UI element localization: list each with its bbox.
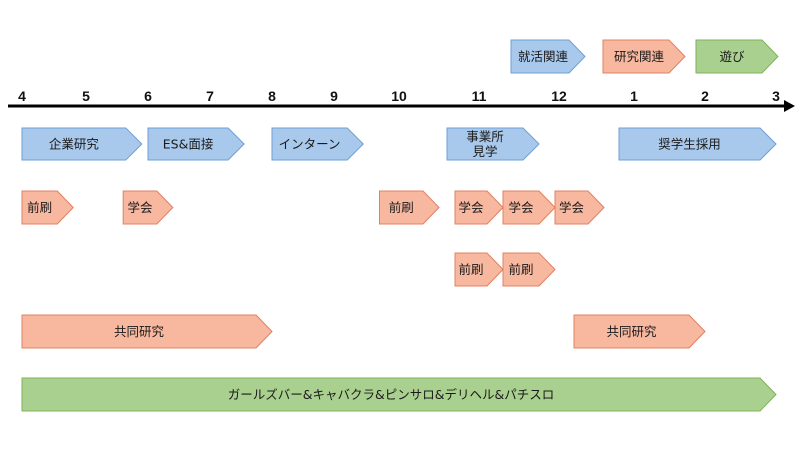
event-arrow: ES&面接 — [147, 127, 245, 161]
event-arrow: 前刷 — [379, 190, 440, 225]
event-arrow-shape — [502, 190, 556, 225]
month-label: 3 — [772, 88, 780, 104]
event-arrow-shape — [21, 127, 143, 161]
month-label: 10 — [391, 88, 407, 104]
event-label: 前刷 — [508, 262, 533, 277]
event-label: 前刷 — [27, 200, 52, 215]
legend: 就活関連 研究関連 遊び — [510, 39, 779, 74]
event-arrow: 学会 — [502, 190, 556, 225]
axis-arrowhead — [784, 100, 795, 112]
event-arrow-shape — [271, 127, 364, 161]
legend-label-green: 遊び — [719, 49, 745, 64]
event-arrow-shape — [618, 127, 777, 161]
month-label: 4 — [18, 88, 26, 104]
event-arrow: 共同研究 — [21, 314, 273, 349]
event-arrow-shape — [554, 190, 605, 225]
event-arrow: 前刷 — [21, 190, 74, 225]
event-label: 企業研究 — [49, 137, 100, 152]
event-arrow-shape — [21, 314, 273, 349]
event-arrow: 企業研究 — [21, 127, 143, 161]
month-label: 2 — [701, 88, 709, 104]
legend-label-blue: 就活関連 — [518, 49, 569, 64]
event-arrow: ガールズバー&キャバクラ&ピンサロ&デリヘル&パチスロ — [21, 377, 777, 412]
event-label: 学会 — [559, 200, 585, 215]
event-label: 前刷 — [389, 200, 414, 215]
event-label: 学会 — [458, 200, 484, 215]
event-label: 学会 — [127, 200, 153, 215]
month-label: 11 — [472, 88, 487, 104]
legend-swatch-green — [695, 39, 779, 74]
event-label: 奨学生採用 — [658, 137, 721, 152]
event-arrow-shape — [21, 377, 777, 412]
event-label: 前刷 — [458, 262, 483, 277]
event-arrow: 奨学生採用 — [618, 127, 777, 161]
event-arrow: 前刷 — [454, 252, 504, 287]
legend-label-orange: 研究関連 — [614, 49, 665, 64]
event-arrow-shape — [21, 190, 74, 225]
month-label: 6 — [144, 88, 152, 104]
event-arrow-shape — [573, 314, 706, 349]
month-label: 5 — [82, 88, 90, 104]
event-label: インターン — [279, 137, 341, 152]
event-label: 事業所 — [466, 129, 504, 144]
event-label: ES&面接 — [163, 137, 214, 152]
event-arrow-shape — [446, 127, 540, 161]
event-label: 学会 — [508, 200, 534, 215]
legend-swatch-blue — [510, 39, 586, 74]
event-arrow: 学会 — [454, 190, 504, 225]
event-arrow: 共同研究 — [573, 314, 706, 349]
event-arrow-shape — [122, 190, 174, 225]
month-label: 9 — [330, 88, 338, 104]
legend-swatch-orange — [602, 39, 686, 74]
month-label: 12 — [551, 88, 567, 104]
event-arrow: 学会 — [554, 190, 605, 225]
event-arrow-shape — [454, 190, 504, 225]
event-label: 見学 — [472, 144, 497, 159]
month-label: 7 — [206, 88, 214, 104]
event-arrow: 学会 — [122, 190, 174, 225]
month-label: 1 — [630, 88, 638, 104]
event-arrow-shape — [379, 190, 440, 225]
event-arrow-shape — [147, 127, 245, 161]
event-arrow: 前刷 — [502, 252, 556, 287]
event-label: ガールズバー&キャバクラ&ピンサロ&デリヘル&パチスロ — [228, 387, 555, 402]
event-label: 共同研究 — [606, 324, 657, 339]
event-arrow: インターン — [271, 127, 364, 161]
event-label: 共同研究 — [114, 324, 165, 339]
event-arrow-shape — [454, 252, 504, 287]
month-label: 8 — [268, 88, 276, 104]
event-arrow-shape — [502, 252, 556, 287]
